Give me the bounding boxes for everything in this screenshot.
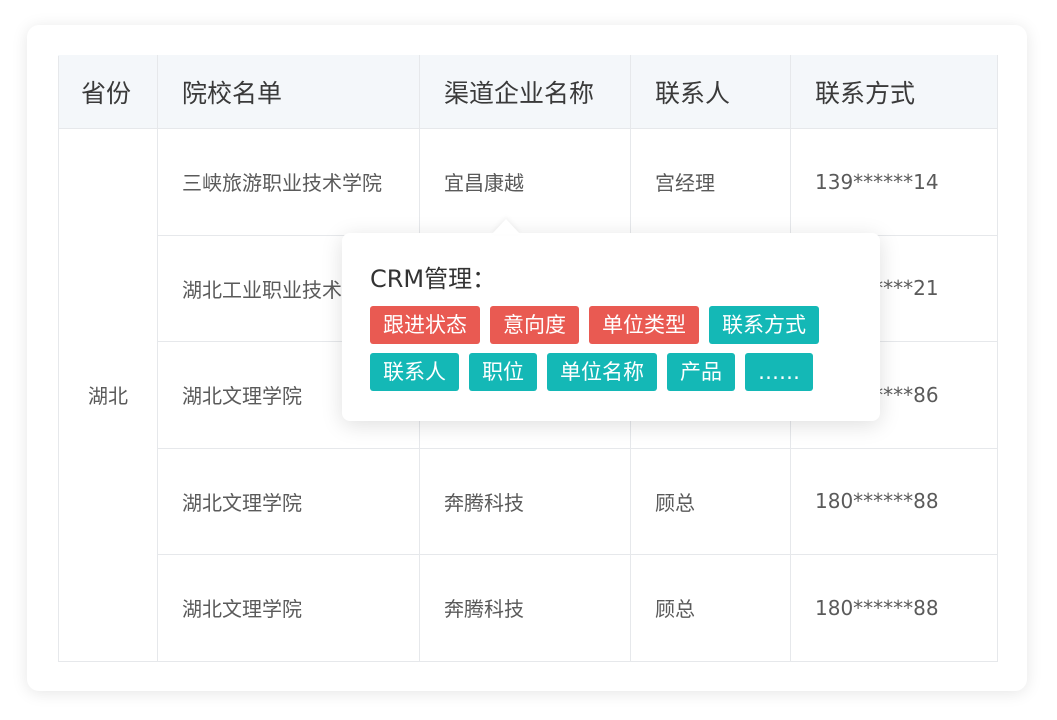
company-cell: 宜昌康越 xyxy=(419,128,631,236)
tag-list: 跟进状态 意向度 单位类型 联系方式 联系人 职位 单位名称 产品 …… xyxy=(370,306,870,400)
table-row: 湖北文理学院 奔腾科技 顾总 180******88 xyxy=(59,447,998,555)
contact-cell: 顾总 xyxy=(630,554,791,662)
tag-contact-method[interactable]: 联系方式 xyxy=(709,306,819,344)
header-school: 院校名单 xyxy=(157,55,420,129)
company-cell: 奔腾科技 xyxy=(419,447,631,555)
header-phone: 联系方式 xyxy=(790,55,998,129)
header-province: 省份 xyxy=(58,55,158,129)
tag-row: 联系人 职位 单位名称 产品 …… xyxy=(370,353,870,391)
crm-popover: CRM管理： 跟进状态 意向度 单位类型 联系方式 联系人 职位 单位名称 产品… xyxy=(342,219,880,421)
table-header-row: 省份 院校名单 渠道企业名称 联系人 联系方式 xyxy=(58,55,998,129)
phone-cell: 180******88 xyxy=(790,447,998,555)
tag-follow-status[interactable]: 跟进状态 xyxy=(370,306,480,344)
header-company: 渠道企业名称 xyxy=(419,55,631,129)
phone-cell: 180******88 xyxy=(790,554,998,662)
table-row: 湖北 三峡旅游职业技术学院 宜昌康越 宫经理 139******14 xyxy=(58,128,998,662)
school-cell: 湖北文理学院 xyxy=(157,554,420,662)
tag-contact-person[interactable]: 联系人 xyxy=(370,353,459,391)
phone-cell: 139******14 xyxy=(790,128,998,236)
company-cell: 奔腾科技 xyxy=(419,554,631,662)
school-cell: 三峡旅游职业技术学院 xyxy=(157,128,420,236)
school-cell: 湖北文理学院 xyxy=(157,447,420,555)
tag-intent[interactable]: 意向度 xyxy=(490,306,579,344)
tag-unit-name[interactable]: 单位名称 xyxy=(547,353,657,391)
popover-arrow xyxy=(492,219,520,234)
tag-unit-type[interactable]: 单位类型 xyxy=(589,306,699,344)
province-cell: 湖北 xyxy=(58,128,158,662)
tag-position[interactable]: 职位 xyxy=(469,353,537,391)
tag-more[interactable]: …… xyxy=(745,353,813,391)
tag-row: 跟进状态 意向度 单位类型 联系方式 xyxy=(370,306,870,344)
contact-cell: 宫经理 xyxy=(630,128,791,236)
table-row: 湖北文理学院 奔腾科技 顾总 180******88 xyxy=(59,554,998,662)
popover-title: CRM管理： xyxy=(370,265,497,293)
contact-cell: 顾总 xyxy=(630,447,791,555)
tag-product[interactable]: 产品 xyxy=(667,353,735,391)
header-contact: 联系人 xyxy=(630,55,791,129)
